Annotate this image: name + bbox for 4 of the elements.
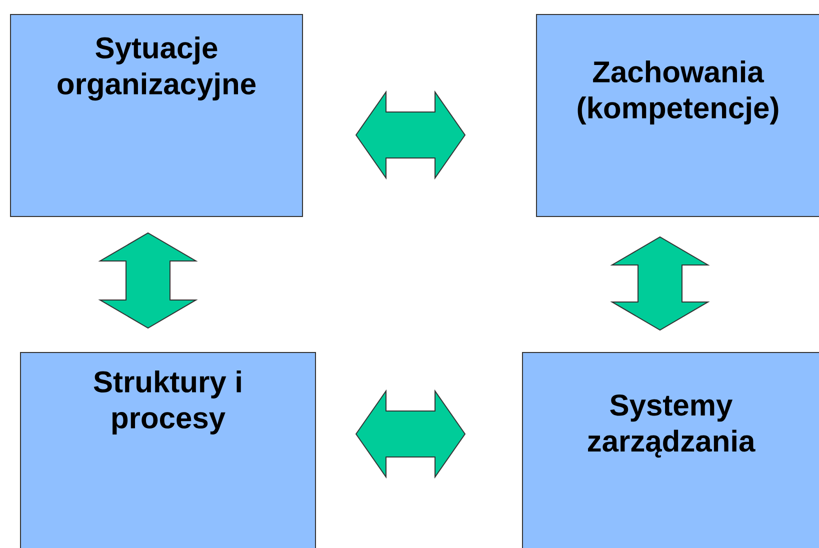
text-box: Zachowania (kompetencje)	[536, 14, 819, 217]
text-box: Struktury i procesy	[20, 352, 316, 548]
text-box: Sytuacje organizacyjne	[10, 14, 303, 217]
text-box: Systemy zarządzania	[522, 352, 819, 548]
